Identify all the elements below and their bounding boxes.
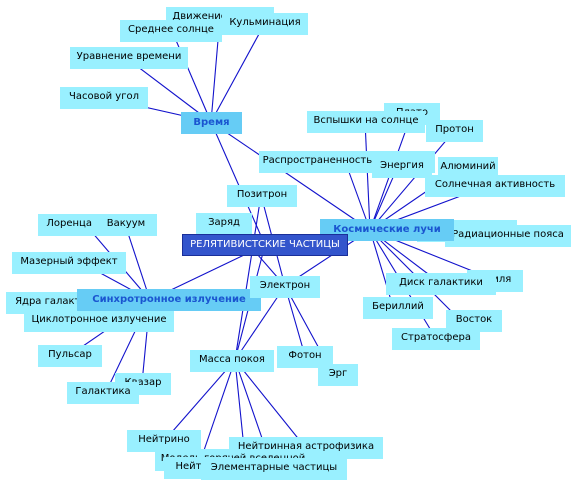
node-cosmic-leaf[interactable]: Солнечная активность [425,175,565,197]
node-cosmic-leaf[interactable]: Протон [426,120,483,142]
edge-line [364,120,371,231]
edge-line [234,194,262,361]
node-cosmic-leaf[interactable]: Стратосфера [392,328,480,350]
node-synchrotron-leaf[interactable]: Вакуум [95,214,157,236]
node-cosmic-leaf[interactable]: Вспышки на солнце [307,111,425,133]
node-time-leaf[interactable]: Среднее солнце [120,20,222,42]
node-cosmic-leaf[interactable]: Алюминий [438,157,498,179]
edge-line [234,285,286,361]
node-cosmic-leaf[interactable]: Восток [446,310,502,332]
edge-line [234,359,306,448]
node-cosmic-rays[interactable]: Космические лучи [320,219,454,241]
edge-line [199,359,236,463]
edge-line [210,22,266,123]
edge-line [210,121,371,231]
node-electron-leaf[interactable]: Фотон [277,346,333,368]
node-electron-leaf[interactable]: Эрг [318,364,358,386]
node-synchrotron-leaf[interactable]: Пульсар [38,345,102,367]
node-electron-leaf[interactable]: Позитрон [227,185,297,207]
node-time-leaf[interactable]: Кульминация [222,13,308,35]
edge-line [124,223,151,301]
node-rest-mass-leaf[interactable]: Нейтрино [127,430,201,452]
node-time[interactable]: Время [181,112,242,134]
node-time-leaf[interactable]: Уравнение времени [70,47,188,69]
edge-line [164,359,236,441]
node-time-leaf[interactable]: Часовой угол [60,87,148,109]
node-synchrotron-leaf[interactable]: Циклотронное излучение [24,310,174,332]
node-cosmic-leaf[interactable]: Энергия [372,156,432,178]
node-rest-mass[interactable]: Масса покоя [190,350,274,372]
edge-line [369,129,456,231]
node-electron[interactable]: Электрон [250,276,320,298]
node-electron-leaf[interactable]: Заряд [196,213,252,235]
node-cosmic-leaf[interactable]: Диск галактики [386,273,496,295]
node-cosmic-leaf[interactable]: Бериллий [363,297,433,319]
edge-line [171,30,212,123]
node-rest-mass-leaf[interactable]: Элементарные частицы [201,458,347,480]
node-cosmic-leaf[interactable]: Радиационные пояса [445,225,571,247]
node-synchrotron-leaf[interactable]: Мазерный эффект [12,252,126,274]
node-synchrotron-leaf[interactable]: Галактика [67,382,139,404]
node-root-relativistic-particles[interactable]: РЕЛЯТИВИСТСКИЕ ЧАСТИЦЫ [182,234,348,256]
node-synchrotron-radiation[interactable]: Синхротронное излучение [77,289,261,311]
